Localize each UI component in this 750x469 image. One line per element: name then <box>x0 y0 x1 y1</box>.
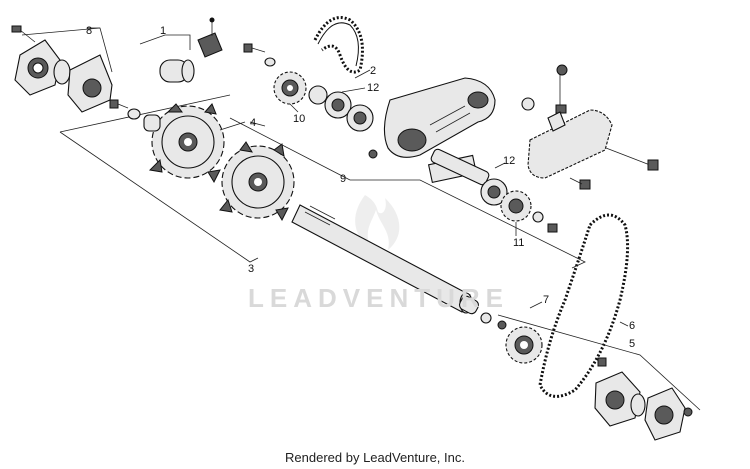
bearing-flange-assembly-5 <box>497 314 701 441</box>
bearing-pair-12-upper <box>308 85 374 132</box>
fastener-set-left <box>109 99 161 132</box>
fastener-set-top <box>243 43 276 67</box>
jackshaft-assembly <box>430 148 558 233</box>
sprocket-10 <box>273 71 307 105</box>
track-drive-sprocket-4-right <box>219 121 295 222</box>
render-credit: Rendered by LeadVenture, Inc. <box>285 450 465 465</box>
callout-4: 4 <box>250 117 256 129</box>
bearing-block-assembly-1 <box>139 17 223 83</box>
drive-shaft-3 <box>59 94 507 330</box>
callout-11: 11 <box>513 237 524 249</box>
callout-2: 2 <box>370 65 376 77</box>
callout-10: 10 <box>293 113 305 125</box>
callout-7: 7 <box>543 294 549 306</box>
chain-case-arm-9 <box>368 77 496 184</box>
callout-12b: 12 <box>503 155 515 167</box>
callout-labels: 8 1 2 12 10 4 9 12 11 3 7 6 5 <box>86 25 635 350</box>
callout-5: 5 <box>629 338 635 350</box>
callout-9: 9 <box>340 173 346 185</box>
drive-chain-6 <box>538 213 630 398</box>
watermark-text: LEADVENTURE <box>248 283 510 313</box>
callout-1: 1 <box>160 25 166 37</box>
callout-leader-lines <box>229 69 629 327</box>
callout-12a: 12 <box>367 82 379 94</box>
watermark-logo <box>355 195 400 250</box>
tensioner-plate <box>521 64 659 190</box>
drive-chain-2 <box>313 16 364 74</box>
callout-8: 8 <box>86 25 92 37</box>
callout-3: 3 <box>248 263 254 275</box>
bearing-flange-assembly-8 <box>11 25 113 113</box>
sprocket-7 <box>505 326 543 364</box>
callout-6: 6 <box>629 320 635 332</box>
track-drive-sprocket-4-left <box>148 103 225 184</box>
